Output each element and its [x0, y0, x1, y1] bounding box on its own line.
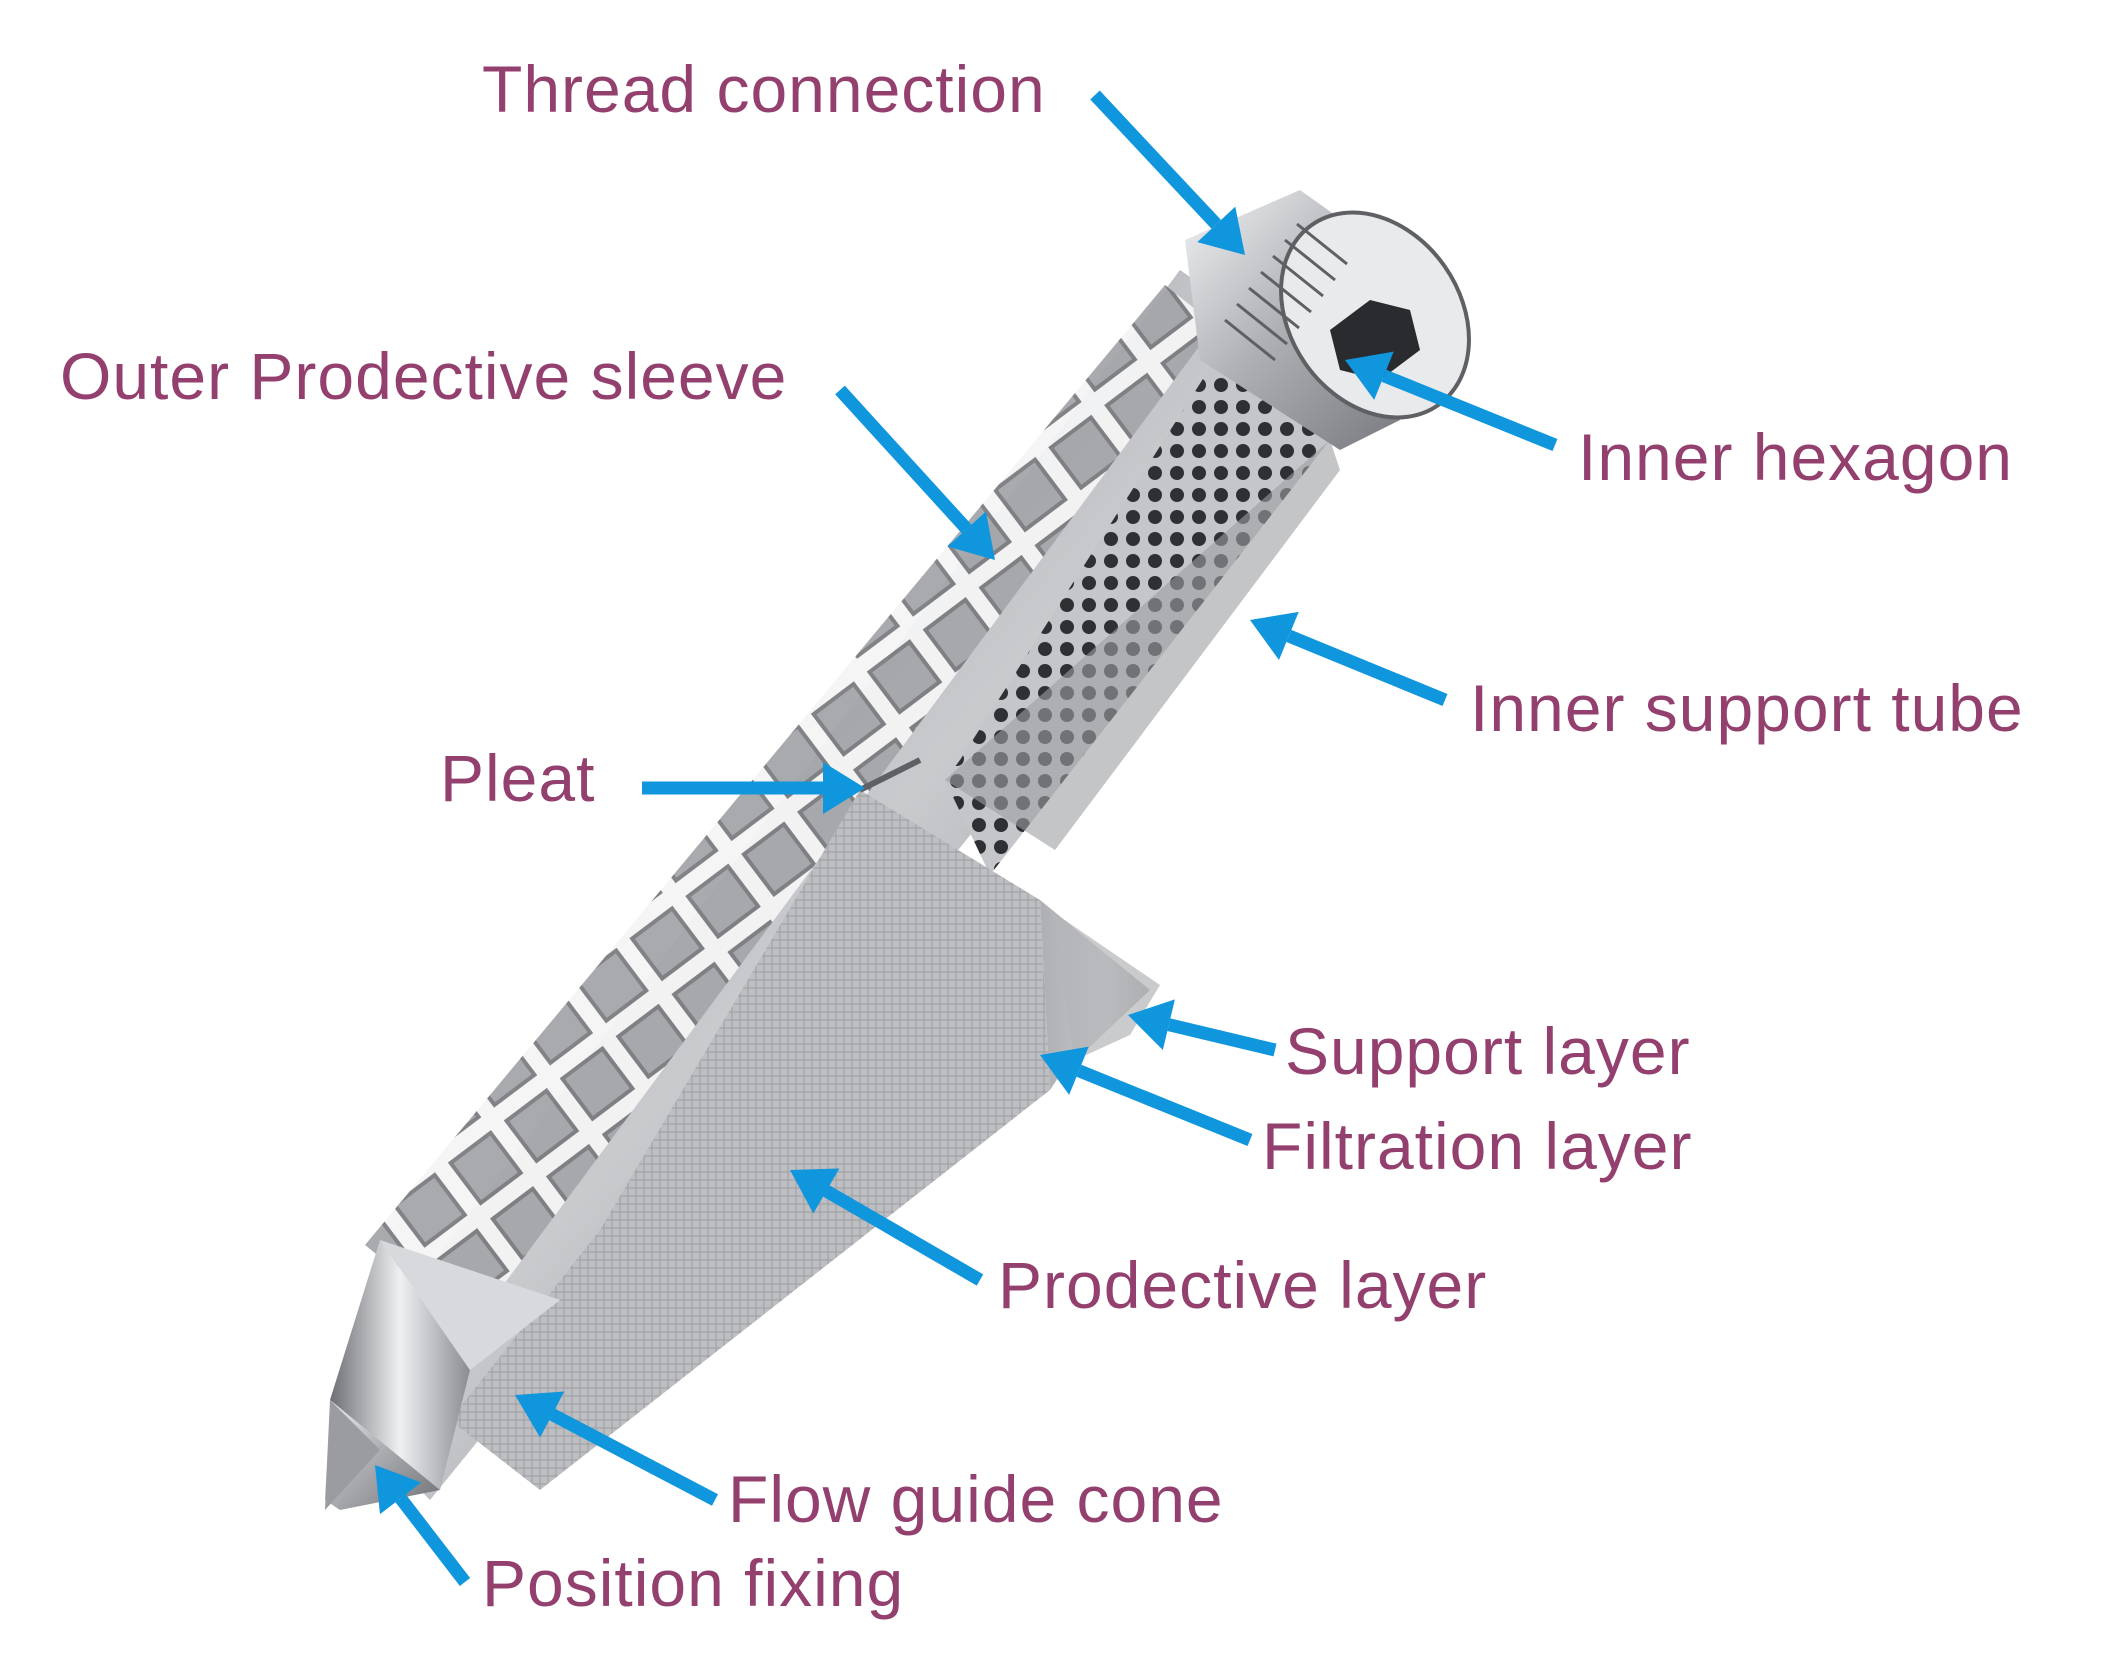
arrow-head: [947, 511, 995, 560]
arrow-shaft: [1381, 369, 1558, 452]
arrow-head: [1197, 206, 1245, 255]
label-outer-protective-sleeve: Outer Prodective sleeve: [60, 339, 788, 413]
protective-layer-mesh: [450, 790, 1050, 1490]
support-layer-shape: [1050, 910, 1160, 1060]
arrow-flow-guide-cone: [515, 1391, 719, 1506]
arrow-protective-layer: [790, 1168, 984, 1286]
flow-guide-cone-facet: [380, 1240, 560, 1370]
flow-guide-cone-shape: [330, 1240, 470, 1490]
arrow-head: [1128, 999, 1175, 1051]
arrow-pleat: [642, 762, 865, 814]
label-protective-layer: Prodective layer: [998, 1248, 1488, 1322]
arrow-shaft: [1076, 1064, 1253, 1147]
arrow-shaft: [823, 1185, 984, 1286]
label-flow-guide-cone: Flow guide cone: [728, 1462, 1224, 1536]
thread-line: [1248, 286, 1300, 330]
label-inner-hexagon: Inner hexagon: [1578, 420, 2014, 494]
callout-arrows: [375, 90, 1558, 1586]
arrow-shaft: [1286, 629, 1448, 707]
arrow-inner-support-tube: [1250, 611, 1448, 707]
thread-line: [1224, 318, 1276, 362]
outer-sleeve-perforations: [365, 285, 1215, 1330]
arrow-shaft: [835, 385, 972, 534]
arrow-head: [823, 762, 865, 814]
label-support-layer: Support layer: [1285, 1014, 1691, 1088]
label-pleat: Pleat: [440, 741, 596, 815]
filter-cartridge: [325, 190, 1471, 1510]
arrow-position-fixing: [375, 1465, 471, 1586]
arrow-shaft: [549, 1408, 719, 1506]
arrow-shaft: [1090, 90, 1222, 229]
arrow-head: [1345, 351, 1394, 400]
arrow-filtration-layer: [1040, 1046, 1253, 1147]
label-filtration-layer: Filtration layer: [1262, 1109, 1693, 1183]
thread-line: [1236, 302, 1288, 346]
arrow-shaft: [395, 1494, 471, 1586]
arrow-outer-protective-sleeve: [835, 385, 995, 560]
cutaway-edge: [945, 440, 1340, 850]
label-position-fixing: Position fixing: [482, 1546, 905, 1620]
arrow-head: [515, 1391, 565, 1438]
thread-line: [1272, 254, 1324, 298]
position-fixing-shade: [325, 1400, 380, 1510]
arrow-head: [1040, 1046, 1089, 1095]
arrow-shaft: [1167, 1018, 1277, 1057]
thread-line: [1284, 238, 1336, 282]
arrow-head: [1250, 611, 1299, 660]
arrow-inner-hexagon: [1345, 351, 1558, 452]
thread-line: [1296, 222, 1348, 266]
pleat-seam: [858, 757, 922, 793]
arrow-head: [790, 1168, 840, 1214]
thread-line: [1260, 270, 1312, 314]
label-inner-support-tube: Inner support tube: [1470, 671, 2024, 745]
label-thread-connection: Thread connection: [482, 52, 1046, 126]
arrow-head: [375, 1465, 422, 1515]
arrow-support-layer: [1128, 999, 1277, 1057]
arrow-thread-connection: [1090, 90, 1245, 255]
